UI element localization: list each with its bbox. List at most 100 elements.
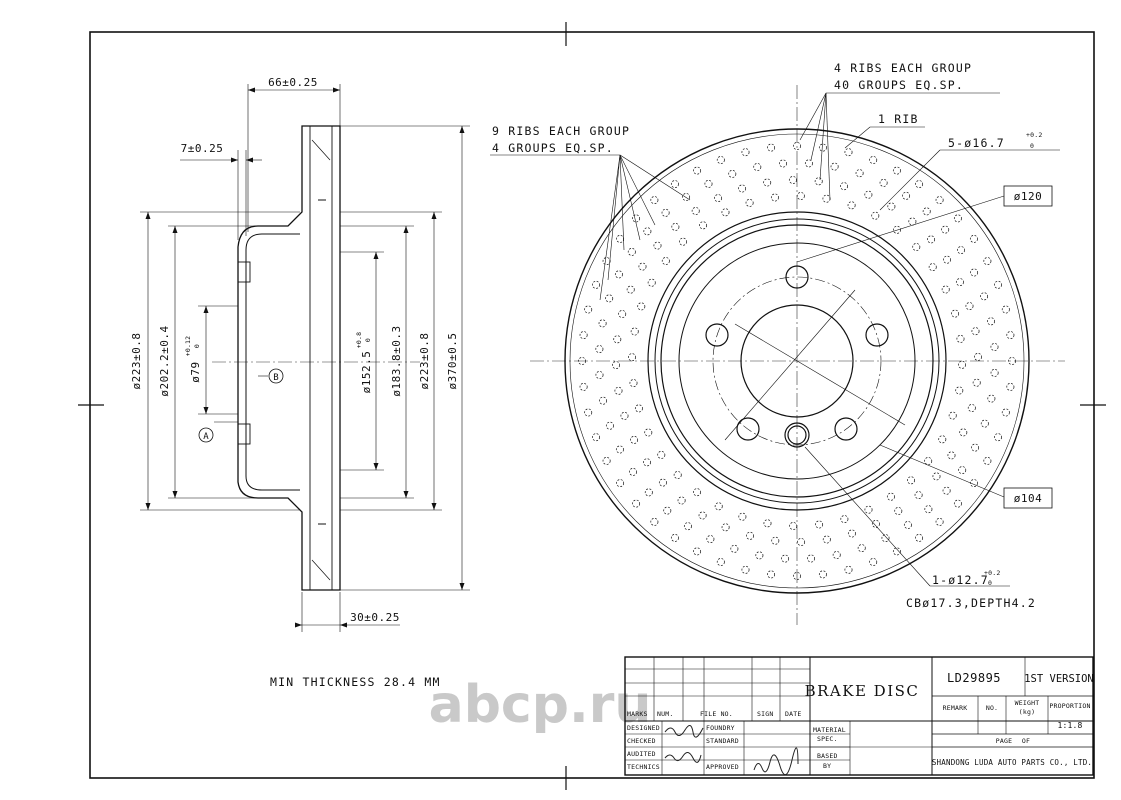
drilled-hole xyxy=(627,247,636,256)
drilled-hole xyxy=(902,191,911,200)
label-foundry: FOUNDRY xyxy=(706,724,735,732)
drilled-hole xyxy=(592,280,600,289)
drilled-hole xyxy=(658,478,667,487)
drilled-hole xyxy=(650,517,659,526)
drilled-hole xyxy=(967,404,976,412)
center-marks xyxy=(78,22,1106,790)
signature-designed xyxy=(664,725,704,738)
dim-d152-tol-lower: 0 xyxy=(364,338,372,342)
label-weight-unit: (kg) xyxy=(1019,708,1035,716)
drilled-hole xyxy=(928,263,937,272)
drilled-hole xyxy=(815,520,824,529)
drawing-title: BRAKE DISC xyxy=(805,682,920,700)
col-sign: SIGN xyxy=(757,710,773,718)
drilled-hole xyxy=(602,257,611,266)
drilled-hole xyxy=(579,331,588,340)
part-number: LD29895 xyxy=(947,671,1001,685)
drilled-hole xyxy=(980,419,989,428)
drilled-hole xyxy=(822,194,831,203)
drilled-hole xyxy=(832,551,841,559)
drilled-hole xyxy=(990,368,999,377)
drilled-hole xyxy=(947,451,956,460)
drilled-hole xyxy=(595,345,604,354)
drilled-hole xyxy=(628,353,636,362)
drilled-hole xyxy=(728,169,737,178)
drilled-hole xyxy=(893,225,901,234)
dim-hat-wall: 7±0.25 xyxy=(181,142,224,155)
drilled-hole xyxy=(745,198,754,207)
drilled-hole xyxy=(914,491,923,500)
drilled-hole xyxy=(781,554,790,563)
drilled-hole xyxy=(969,234,978,243)
col-num: NUM. xyxy=(657,710,673,718)
drilled-hole xyxy=(886,492,895,501)
drilled-hole xyxy=(971,443,980,452)
drilled-hole xyxy=(983,257,992,266)
drilled-hole xyxy=(948,411,957,420)
drilled-hole xyxy=(822,535,831,544)
drilled-hole xyxy=(613,335,622,344)
dim-d202: ø202.2±0.4 xyxy=(158,325,171,396)
row-designed: DESIGNED xyxy=(627,724,660,732)
label-material: MATERIAL xyxy=(813,726,846,734)
drilled-hole xyxy=(924,457,933,465)
callout-9ribs-line2: 4 GROUPS EQ.SP. xyxy=(492,141,614,155)
drilled-hole xyxy=(647,278,656,287)
drilled-hole xyxy=(706,535,715,544)
drilled-hole xyxy=(938,435,947,444)
drilled-hole xyxy=(637,302,646,311)
drilled-hole xyxy=(788,176,797,184)
drilled-hole xyxy=(746,531,754,540)
drilled-hole xyxy=(716,558,725,566)
drilled-hole xyxy=(818,143,827,152)
callout-bolt-holes: 5-ø16.7 xyxy=(948,136,1005,150)
drilled-hole xyxy=(653,241,662,250)
drilled-hole xyxy=(840,515,849,524)
drilled-hole xyxy=(987,394,996,403)
drilled-hole xyxy=(673,471,682,479)
drilled-hole xyxy=(796,192,805,200)
signature-approved xyxy=(753,747,799,776)
drilled-hole xyxy=(881,534,890,543)
drilled-hole xyxy=(677,496,686,505)
drilled-hole xyxy=(804,159,813,168)
drilled-hole xyxy=(661,257,670,265)
callout-loc-hole-tol: +0.2 xyxy=(984,569,1000,577)
drilled-hole xyxy=(663,506,672,515)
drilled-hole xyxy=(922,207,931,216)
label-weight: WEIGHT xyxy=(1015,699,1040,707)
label-material-spec: SPEC. xyxy=(817,735,838,743)
label-no: NO. xyxy=(986,704,998,712)
drilled-hole xyxy=(629,467,637,476)
drilled-hole xyxy=(957,246,965,255)
drilled-hole xyxy=(704,179,713,188)
label-standard: STANDARD xyxy=(706,737,739,745)
drilled-hole xyxy=(980,292,989,301)
row-audited: AUDITED xyxy=(627,750,656,758)
datum-a-label: A xyxy=(203,432,209,442)
drilled-hole xyxy=(671,222,680,231)
drilled-hole xyxy=(584,408,593,417)
drilled-hole xyxy=(907,476,915,485)
drilled-hole xyxy=(807,554,815,563)
label-remark: REMARK xyxy=(943,704,968,712)
signature-audited xyxy=(664,752,702,763)
drilled-hole xyxy=(682,193,691,201)
drilled-hole xyxy=(932,472,941,481)
company-name: SHANDONG LUDA AUTO PARTS CO., LTD. xyxy=(932,758,1092,767)
drilled-hole xyxy=(924,505,933,514)
label-based-by: BY xyxy=(823,762,831,770)
drilled-hole xyxy=(679,237,687,246)
drilled-hole xyxy=(857,544,866,553)
drilled-hole xyxy=(605,294,614,303)
row-checked: CHECKED xyxy=(627,737,656,745)
drilled-hole xyxy=(953,214,962,223)
drilled-hole xyxy=(1006,382,1015,391)
callout-one-rib: 1 RIB xyxy=(878,112,919,126)
callout-d104: ø104 xyxy=(1014,492,1043,505)
callout-loc-hole: 1-ø12.7 xyxy=(932,573,989,587)
drilled-hole xyxy=(693,166,702,175)
dim-d79: ø79 xyxy=(189,361,202,382)
drilled-hole xyxy=(738,512,747,521)
